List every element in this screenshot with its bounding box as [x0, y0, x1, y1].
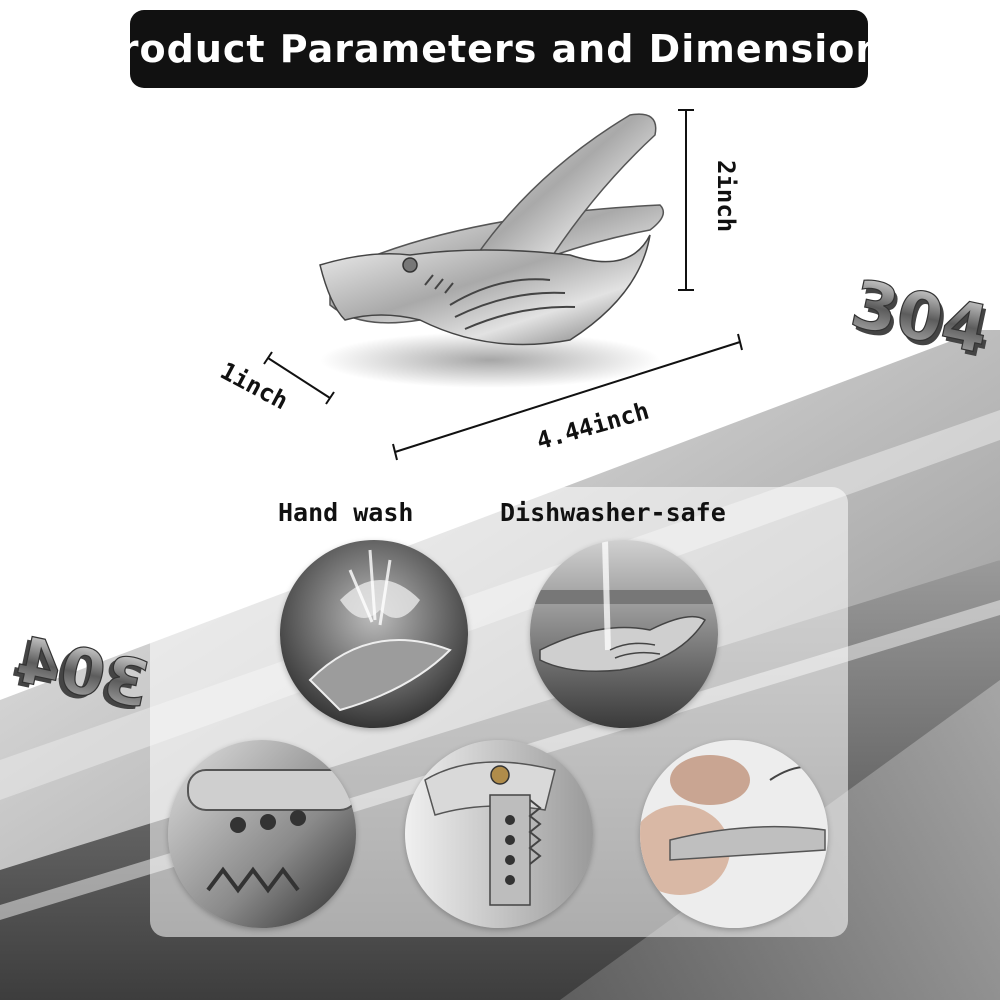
stainless-304-badge-right: 304 304: [845, 264, 995, 373]
hand-wash-label: Hand wash: [278, 498, 414, 527]
stainless-304-badge-left: 304 304: [5, 623, 150, 727]
dishwasher-photo: [530, 540, 718, 728]
svg-text:304: 304: [845, 265, 995, 369]
grip-detail-photo: [640, 740, 828, 928]
teeth-detail-photo: [405, 740, 593, 928]
height-label: 2inch: [712, 160, 740, 233]
bird-clip-illustration: [319, 113, 665, 388]
hand-wash-photo: [280, 540, 468, 728]
page-title: Product Parameters and Dimensions: [90, 27, 908, 71]
dishwasher-safe-label: Dishwasher-safe: [500, 498, 726, 527]
title-banner: Product Parameters and Dimensions: [91, 10, 906, 88]
svg-text:304: 304: [10, 623, 150, 723]
hinge-detail-photo: [168, 740, 356, 928]
